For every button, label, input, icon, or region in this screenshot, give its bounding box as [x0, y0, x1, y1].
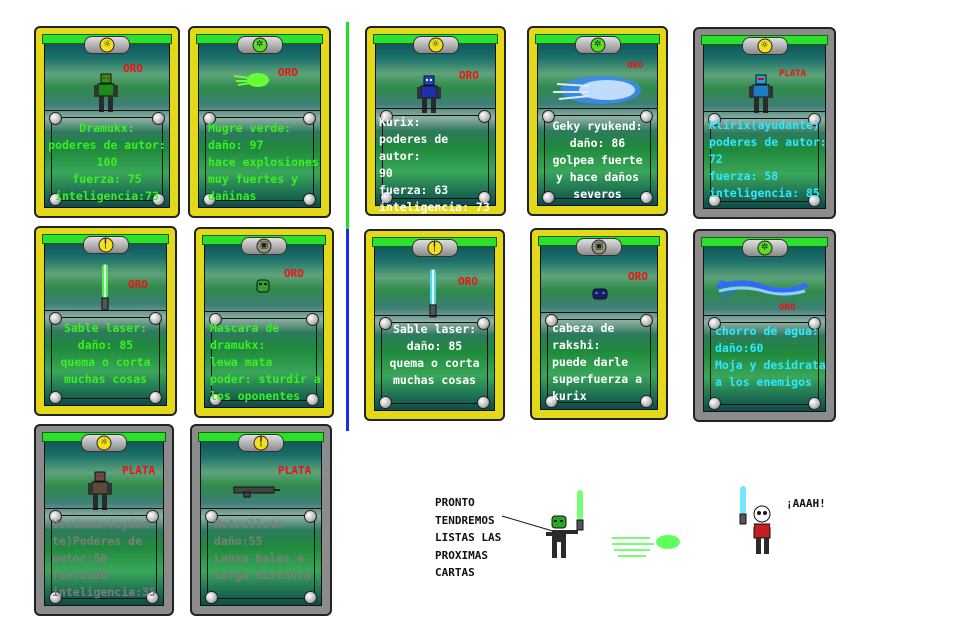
emblem-icon: ☼ — [412, 36, 459, 54]
rank-label: ORO — [627, 61, 644, 71]
card-dramukx[interactable]: ☼ ORO Dramukx: poderes de autor: 100 fue… — [34, 26, 180, 218]
rakshi-head-icon — [592, 288, 608, 300]
rank-label: PLATA — [122, 464, 156, 477]
rank-label: ORO — [459, 69, 479, 82]
card-description: Mascara de dramukx: lewa mata poder: stu… — [210, 321, 321, 403]
emblem-icon: ▣ — [241, 237, 287, 255]
machine-gun-icon — [233, 486, 280, 498]
emblem-icon: ╿ — [82, 236, 129, 254]
card-cabeza-rakshi[interactable]: ▣ ORO cabeza de rakshi: puede darle supe… — [530, 228, 668, 420]
card-klirix[interactable]: ☼ PLATA Klirix(ayudante) poderes de auto… — [693, 27, 836, 219]
emblem-icon: ╿ — [238, 434, 284, 452]
card-topbar: ☼ — [42, 432, 166, 452]
card-description: Vordemax(aydan te)Poderes de autor:50 fu… — [52, 517, 156, 599]
emblem-icon: ✲ — [741, 239, 788, 257]
card-description: Klirix(ayudante) poderes de autor: 72 fu… — [709, 118, 827, 200]
card-topbar: ╿ — [42, 234, 169, 254]
card-topbar: ╿ — [198, 432, 324, 452]
green-mask-icon — [256, 279, 270, 293]
card-description: Dramukx: poderes de autor: 100 fuerza: 7… — [48, 121, 166, 203]
card-chorro-agua[interactable]: ✲ ORO chorro de agua: daño:60 Moja y des… — [693, 229, 836, 422]
card-topbar: ▣ — [202, 235, 326, 255]
emblem-icon: ☼ — [81, 434, 127, 452]
rank-label: ORO — [128, 278, 148, 291]
rank-label: ORO — [123, 62, 143, 75]
card-description: Sable laser: daño: 85 quema o corta much… — [60, 321, 151, 386]
card-sable-laser-green[interactable]: ╿ ORO Sable laser: daño: 85 quema o cort… — [34, 226, 177, 416]
card-description: Mugre verde: daño: 97 hace explosiones m… — [208, 121, 319, 203]
card-sable-laser-blue[interactable]: ╿ ORO Sable laser: daño: 85 quema o cort… — [364, 229, 505, 421]
scream-text: ¡AAAH! — [786, 497, 826, 510]
card-mugre-verde[interactable]: ✲ ORO Mugre verde: daño: 97 hace explosi… — [188, 26, 331, 218]
klirix-figure-icon — [749, 74, 773, 113]
card-topbar: ☼ — [42, 34, 172, 54]
card-description: Sable laser: daño: 85 quema o corta much… — [389, 322, 480, 387]
green-robot-with-saber-icon — [546, 490, 584, 558]
emblem-icon: ▣ — [576, 238, 622, 256]
emblem-icon: ☼ — [84, 36, 130, 54]
rank-label: ORO — [458, 275, 478, 288]
card-vordemax[interactable]: ☼ PLATA Vordemax(aydan te)Poderes de aut… — [34, 424, 174, 616]
water-jet-icon — [716, 280, 808, 298]
vordemax-figure-icon — [88, 471, 112, 510]
rank-label: ORO — [779, 303, 796, 313]
card-geky-ryukend[interactable]: ✲ ORO Geky ryukend: daño: 86 golpea fuer… — [527, 26, 668, 216]
blue-lightsaber-icon — [429, 269, 437, 318]
card-topbar: ╿ — [372, 237, 497, 257]
card-description: Geky ryukend: daño: 86 golpea fuerte y h… — [552, 119, 643, 201]
green-slime-icon — [233, 73, 269, 87]
card-topbar: ☼ — [373, 34, 498, 54]
card-topbar: ☼ — [701, 35, 828, 55]
blue-energy-blast-icon — [553, 76, 641, 104]
green-divider — [346, 22, 349, 229]
dramukx-figure-icon — [94, 73, 118, 112]
card-description: Metralleta daño:55 Lanza balas a larga d… — [214, 517, 311, 582]
card-description: cabeza de rakshi: puede darle superfuerz… — [552, 321, 643, 403]
card-topbar: ✲ — [535, 34, 660, 54]
card-description: Kurix: poderes de autor: 90 fuerza: 63 i… — [379, 115, 490, 214]
speech-pointer-line — [501, 515, 557, 533]
green-lightsaber-icon — [101, 264, 109, 311]
emblem-icon: ✲ — [236, 36, 283, 54]
emblem-icon: ✲ — [574, 36, 621, 54]
rank-label: ORO — [278, 66, 298, 79]
card-topbar: ▣ — [538, 236, 660, 256]
rank-label: PLATA — [779, 69, 807, 79]
announcement-text: PRONTO TENDREMOS LISTAS LAS PROXIMAS CAR… — [435, 496, 502, 579]
rank-label: ORO — [284, 267, 304, 280]
card-kurix[interactable]: ☼ ORO Kurix: poderes de autor: 90 fuerza… — [365, 26, 506, 216]
card-topbar: ✲ — [196, 34, 323, 54]
card-metralleta[interactable]: ╿ PLATA Metralleta daño:55 Lanza balas a… — [190, 424, 332, 616]
kurix-figure-icon — [417, 75, 441, 113]
green-blast-icon — [612, 535, 680, 557]
scared-robot-with-blue-saber-icon — [739, 486, 776, 554]
emblem-icon: ╿ — [411, 239, 458, 257]
card-topbar: ✲ — [701, 237, 828, 257]
rank-label: ORO — [628, 270, 648, 283]
blue-divider — [346, 229, 349, 431]
card-mascara-dramukx[interactable]: ▣ ORO Mascara de dramukx: lewa mata pode… — [194, 227, 334, 418]
card-description: chorro de agua: daño:60 Moja y desidrata… — [715, 324, 826, 389]
rank-label: PLATA — [278, 464, 312, 477]
emblem-icon: ☼ — [741, 37, 788, 55]
